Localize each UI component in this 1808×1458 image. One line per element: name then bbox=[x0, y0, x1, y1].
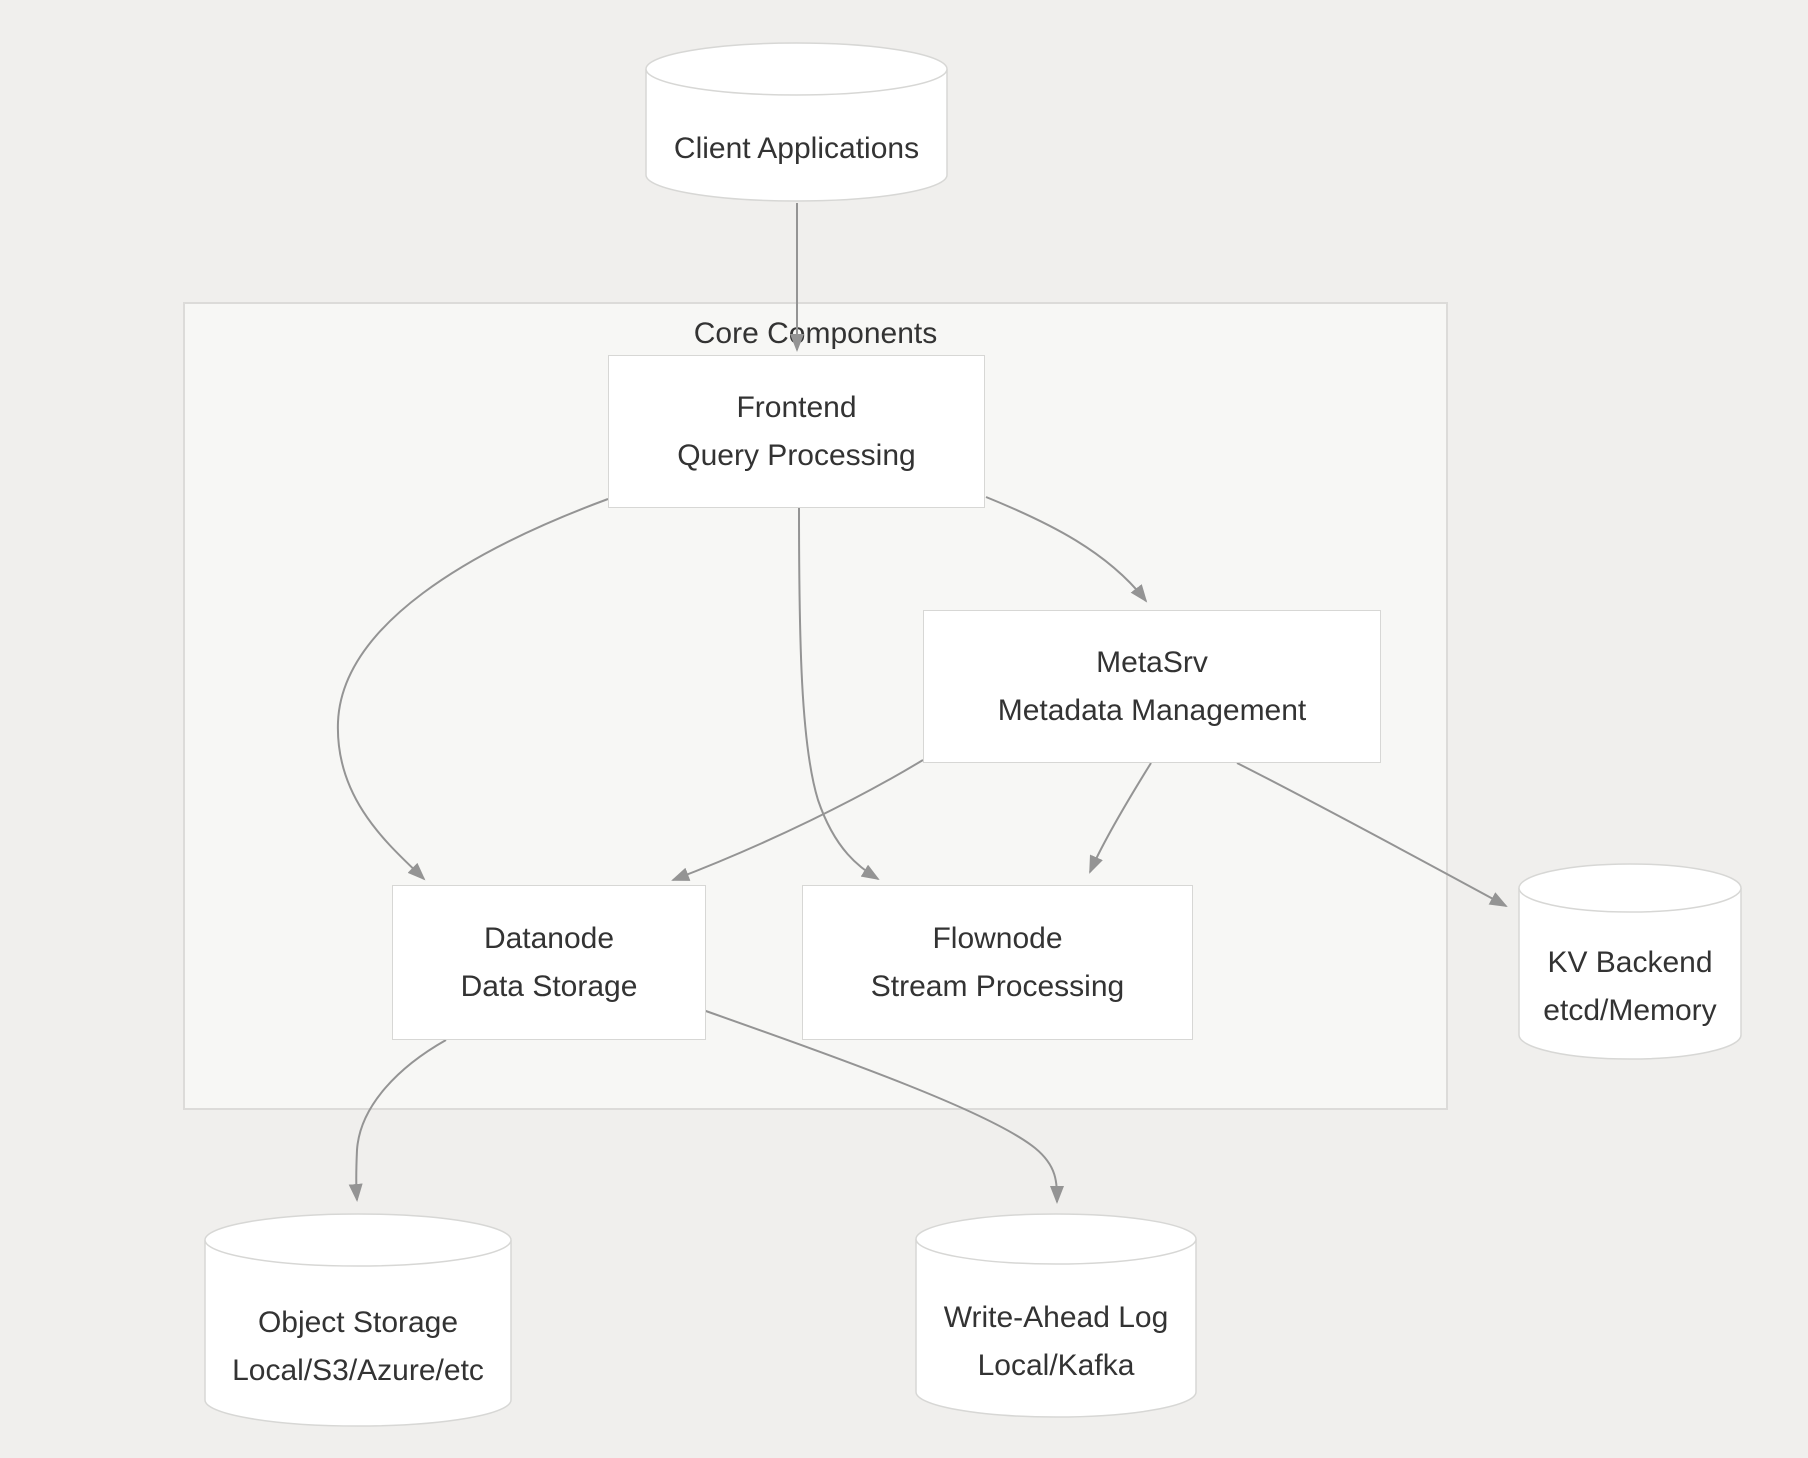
node-frontend: Frontend Query Processing bbox=[608, 355, 985, 508]
node-label: MetaSrv bbox=[1096, 645, 1208, 679]
cylinder-top bbox=[645, 42, 948, 96]
node-metasrv: MetaSrv Metadata Management bbox=[923, 610, 1381, 763]
node-label: Object Storage bbox=[257, 1306, 459, 1339]
cylinder-shape bbox=[1518, 863, 1742, 1060]
core-components-title: Core Components bbox=[693, 317, 938, 350]
node-object-storage: Object Storage Local/S3/Azure/etc bbox=[204, 1213, 512, 1427]
node-sublabel: Data Storage bbox=[460, 969, 638, 1003]
cylinder-shape bbox=[915, 1213, 1197, 1418]
node-label: Client Applications bbox=[673, 132, 920, 165]
cylinder-shape bbox=[204, 1213, 512, 1427]
edge-datanode-to-write-ahead-log bbox=[702, 1009, 1064, 1204]
node-sublabel: Local/S3/Azure/etc bbox=[232, 1354, 484, 1387]
edge-frontend-to-flownode bbox=[798, 507, 880, 881]
cylinder-top bbox=[1518, 863, 1742, 913]
cylinder-top bbox=[915, 1213, 1197, 1265]
edge-metasrv-to-kv-backend bbox=[1236, 762, 1508, 907]
cylinder-body bbox=[915, 1239, 1197, 1418]
node-client-applications: Client Applications bbox=[645, 42, 948, 202]
edge-frontend-to-metasrv bbox=[985, 496, 1148, 603]
node-sublabel: Stream Processing bbox=[870, 969, 1125, 1003]
node-sublabel: Local/Kafka bbox=[977, 1348, 1135, 1382]
node-write-ahead-log: Write-Ahead Log Local/Kafka bbox=[915, 1213, 1197, 1418]
cylinder-body bbox=[204, 1240, 512, 1427]
node-label: Datanode bbox=[483, 921, 615, 955]
node-sublabel: Metadata Management bbox=[997, 693, 1307, 727]
node-flownode: Flownode Stream Processing bbox=[802, 885, 1193, 1040]
cylinder-top bbox=[204, 1213, 512, 1267]
node-sublabel: etcd/Memory bbox=[1543, 993, 1717, 1027]
node-label: KV Backend bbox=[1547, 945, 1713, 979]
cylinder-body bbox=[1518, 888, 1742, 1060]
node-label: Flownode bbox=[932, 921, 1063, 955]
cylinder-body bbox=[645, 69, 948, 202]
node-sublabel: Query Processing bbox=[677, 438, 916, 472]
edge-frontend-to-datanode bbox=[336, 498, 609, 881]
edge-metasrv-to-flownode bbox=[1089, 762, 1152, 874]
node-datanode: Datanode Data Storage bbox=[392, 885, 706, 1040]
edge-metasrv-to-datanode bbox=[671, 759, 924, 881]
node-kv-backend: KV Backend etcd/Memory bbox=[1518, 863, 1742, 1060]
edge-datanode-to-object-storage bbox=[348, 1039, 447, 1202]
cylinder-shape bbox=[645, 42, 948, 202]
node-label: Frontend bbox=[736, 390, 857, 424]
node-label: Write-Ahead Log bbox=[943, 1300, 1169, 1334]
